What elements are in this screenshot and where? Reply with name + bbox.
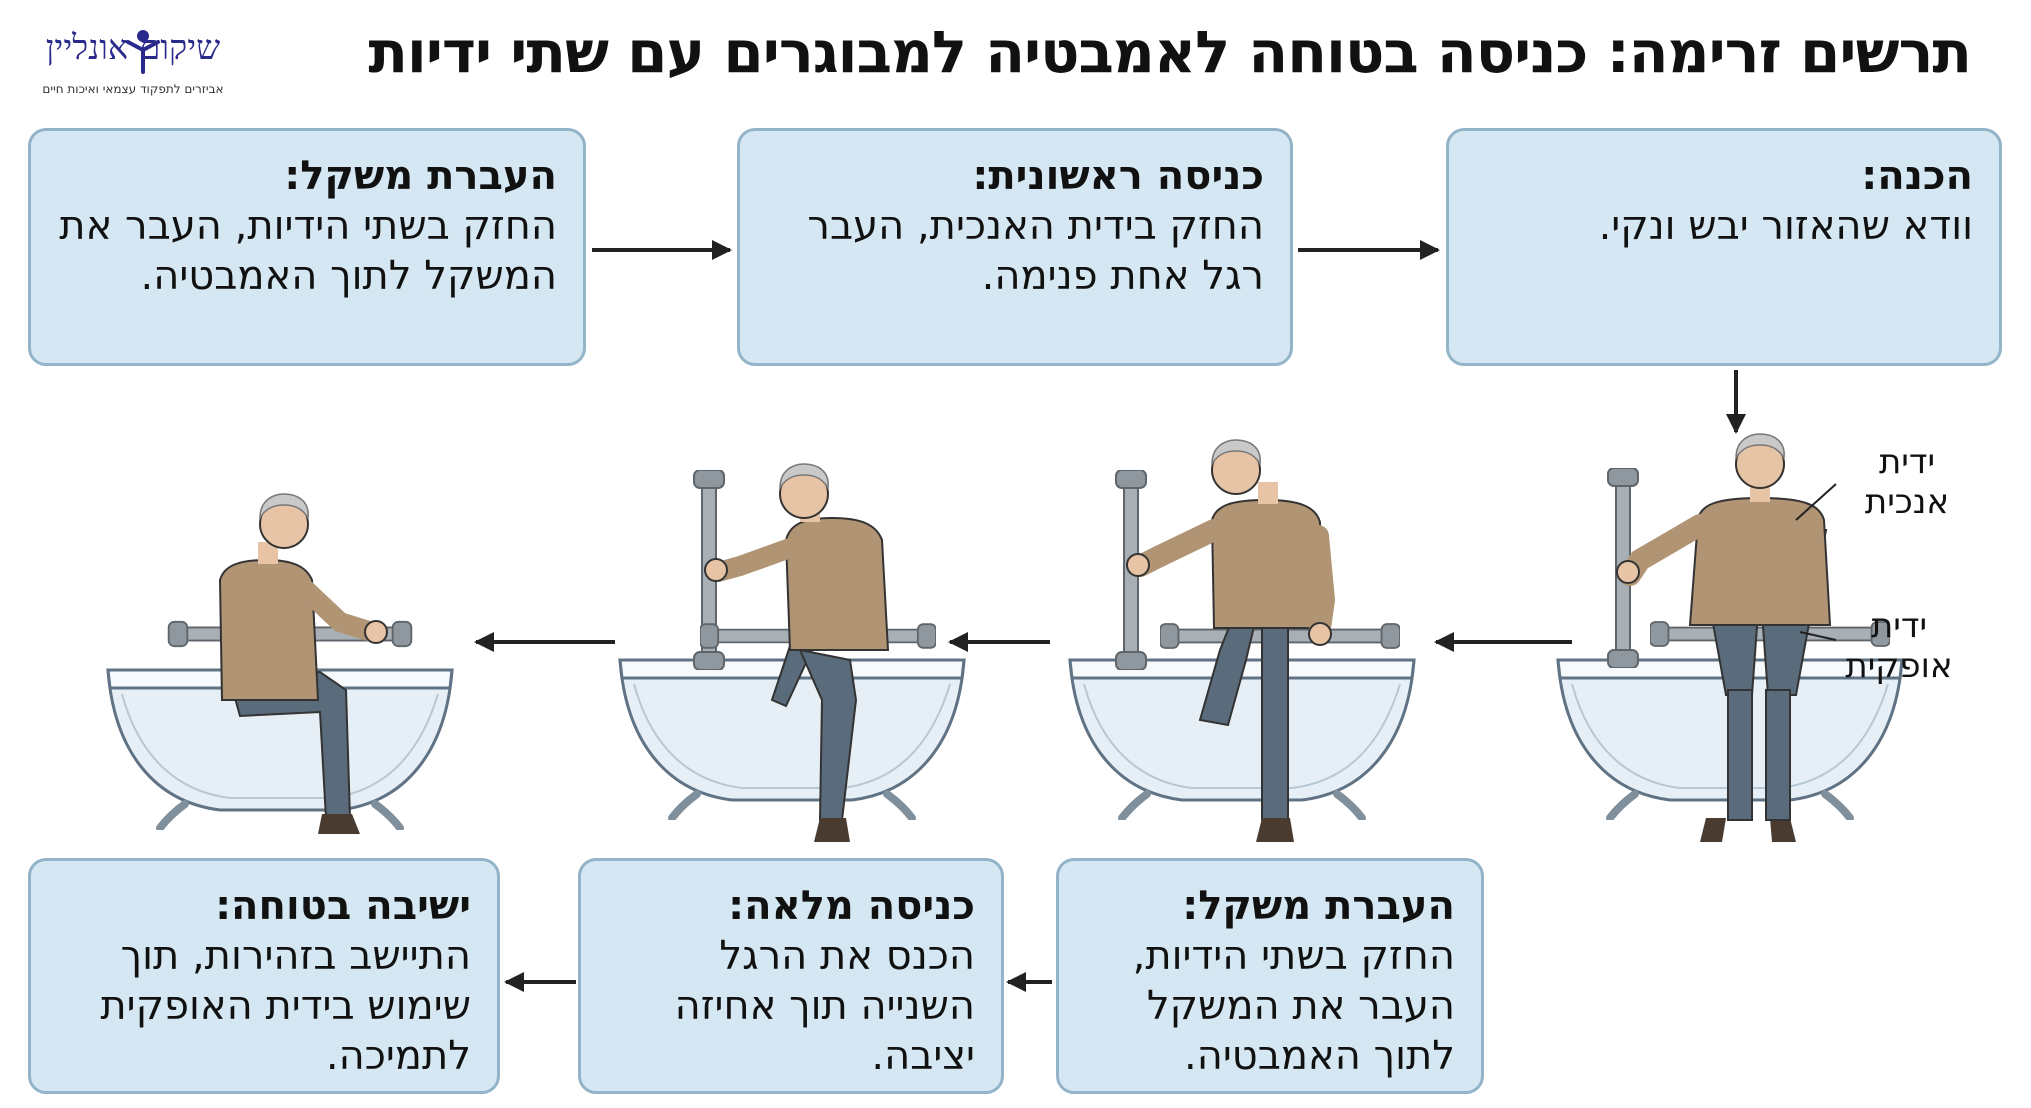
step-box-initial-entry: כניסה ראשונית: החזק בידית האנכית, העבר ר… bbox=[737, 128, 1293, 366]
step-title: העברת משקל: bbox=[284, 153, 557, 199]
brand-logo: שיקום אונליין אביזרים לתפקוד עצמאי ואיכו… bbox=[28, 28, 238, 108]
step-box-weight-transfer-bottom: העברת משקל: החזק בשתי הידיות, העבר את המ… bbox=[1056, 858, 1484, 1094]
step-text: החזק בשתי הידיות, העבר את המשקל לתוך האמ… bbox=[1132, 933, 1455, 1079]
step-text: הכנס את הרגל השנייה תוך אחיזה יציבה. bbox=[674, 933, 975, 1079]
callout-horizontal-handle: ידית אופקית bbox=[1845, 606, 1953, 686]
scene-full-entry bbox=[620, 463, 964, 842]
step-box-full-entry: כניסה מלאה: הכנס את הרגל השנייה תוך אחיז… bbox=[578, 858, 1004, 1094]
callout-line bbox=[1799, 631, 1837, 641]
step-text: החזק בידית האנכית, העבר רגל אחת פנימה. bbox=[807, 203, 1264, 299]
logo-figure-icon bbox=[126, 30, 160, 74]
step-text: החזק בשתי הידיות, העבר את המשקל לתוך האמ… bbox=[59, 203, 557, 299]
scene-safe-seating bbox=[108, 493, 452, 834]
callout-vertical-handle: ידית אנכית bbox=[1864, 442, 1950, 522]
step-title: כניסה מלאה: bbox=[728, 883, 975, 929]
logo-tagline: אביזרים לתפקוד עצמאי ואיכות חיים bbox=[42, 82, 224, 96]
person-seated-icon bbox=[218, 493, 388, 834]
step-title: העברת משקל: bbox=[1182, 883, 1455, 929]
person-entering-icon bbox=[704, 463, 890, 842]
step-text: התיישב בזהירות, תוך שימוש בידית האופקית … bbox=[100, 933, 471, 1079]
step-box-safe-seating: ישיבה בטוחה: התיישב בזהירות, תוך שימוש ב… bbox=[28, 858, 500, 1094]
step-title: כניסה ראשונית: bbox=[972, 153, 1264, 199]
step-box-weight-transfer-top: העברת משקל: החזק בשתי הידיות, העבר את המ… bbox=[28, 128, 586, 366]
step-title: הכנה: bbox=[1861, 153, 1973, 199]
callout-line bbox=[1795, 483, 1837, 521]
step-text: וודא שהאזור יבש ונקי. bbox=[1598, 203, 1973, 249]
step-title: ישיבה בטוחה: bbox=[215, 883, 471, 929]
person-stepping-icon bbox=[1126, 439, 1336, 842]
logo-name: שיקום אונליין bbox=[45, 28, 221, 68]
page-title: תרשים זרימה: כניסה בטוחה לאמבטיה למבוגרי… bbox=[368, 18, 1972, 86]
bathtub-icon bbox=[1070, 660, 1414, 818]
person-standing-icon bbox=[1616, 433, 1832, 842]
step-box-preparation: הכנה: וודא שהאזור יבש ונקי. bbox=[1446, 128, 2002, 366]
scene-preparation bbox=[1558, 433, 1902, 842]
scene-weight-transfer bbox=[1070, 439, 1414, 842]
